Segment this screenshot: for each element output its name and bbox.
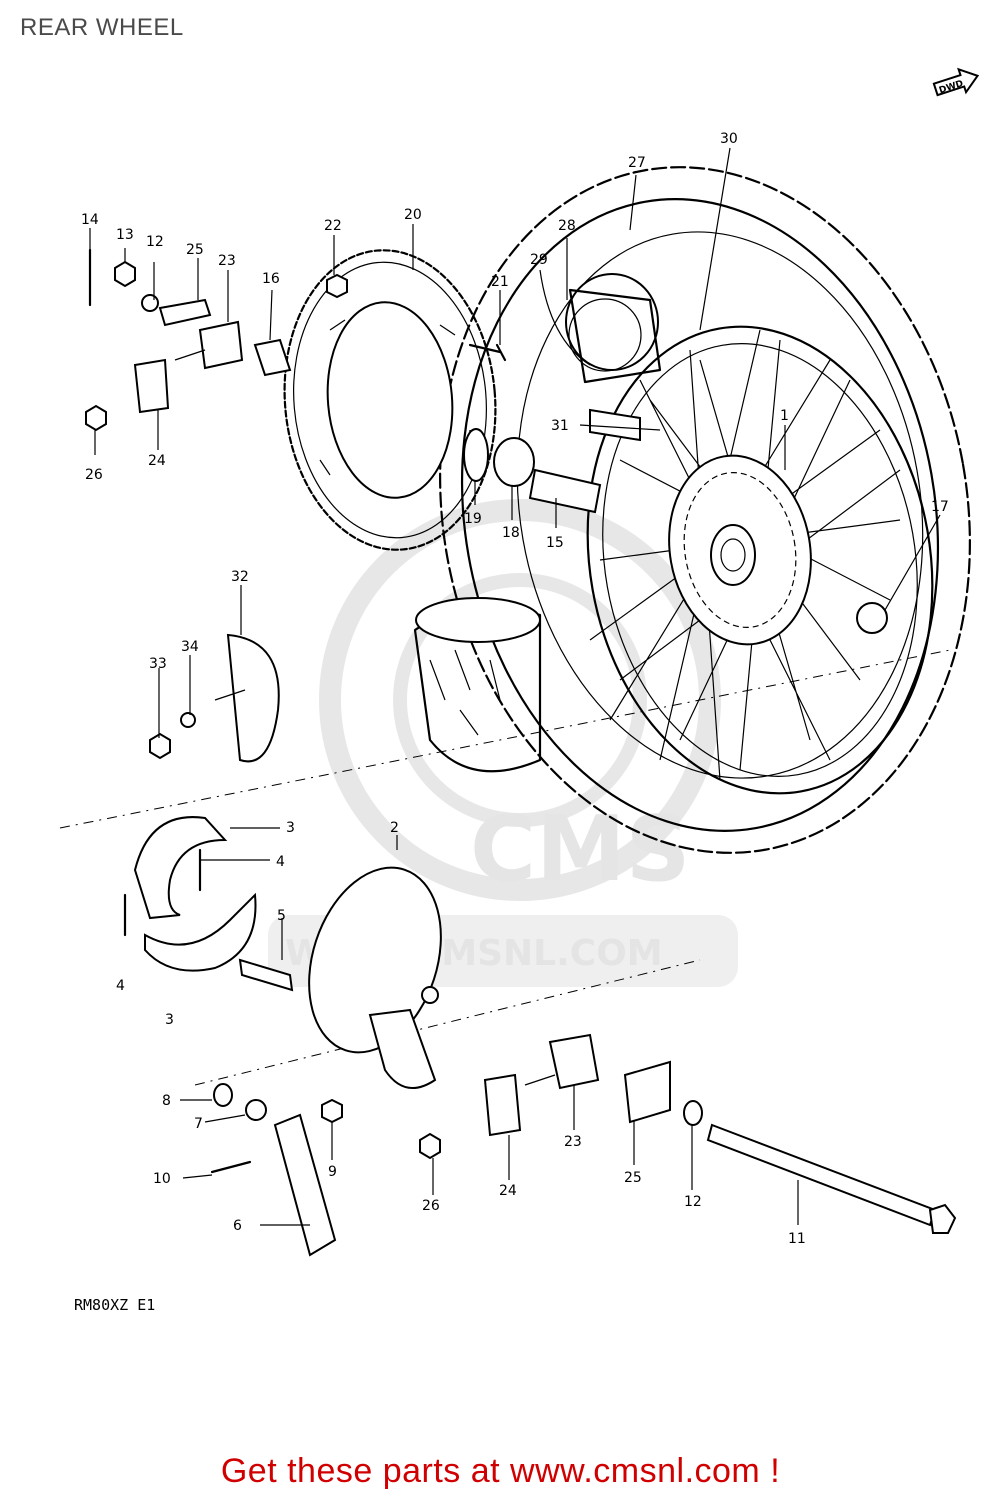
footer-cta-link[interactable]: Get these parts at www.cmsnl.com ! <box>220 1452 781 1490</box>
callout-31: 31 <box>551 418 569 434</box>
callout-8: 8 <box>162 1093 171 1109</box>
callout-9: 9 <box>328 1164 337 1180</box>
callout-12-lower: 12 <box>684 1194 702 1210</box>
callout-19: 19 <box>464 511 482 527</box>
callout-27: 27 <box>628 155 646 171</box>
watermark-logo-text: CMS <box>470 797 690 902</box>
rear-tire <box>413 166 971 854</box>
callout-25-lower: 25 <box>624 1170 642 1186</box>
callout-4-right: 4 <box>276 854 285 870</box>
callout-11: 11 <box>788 1231 806 1247</box>
direction-arrow-icon: DWD <box>932 67 980 97</box>
spacer <box>253 338 292 377</box>
brake-arm <box>273 1113 337 1257</box>
leader-lines <box>89 147 941 1226</box>
rear-axle <box>706 1123 937 1227</box>
rim-band <box>565 273 662 384</box>
callout-15: 15 <box>546 535 564 551</box>
callout-24-lower: 24 <box>499 1183 517 1199</box>
brake-panel <box>308 866 442 1089</box>
callout-10: 10 <box>153 1171 171 1187</box>
model-code: RM80XZ E1 <box>74 1296 156 1314</box>
callout-25-upper: 25 <box>186 242 204 258</box>
callout-24-upper: 24 <box>148 453 166 469</box>
brake-cam <box>238 958 294 992</box>
callout-12-upper: 12 <box>146 234 164 250</box>
chain-adjuster-right <box>419 1033 703 1160</box>
sprocket-nut <box>326 273 348 299</box>
callout-17: 17 <box>931 499 949 515</box>
callout-18: 18 <box>502 525 520 541</box>
callout-5: 5 <box>277 908 286 924</box>
rear-sprocket <box>283 249 497 551</box>
axle-centerline <box>59 649 951 829</box>
bearing-18 <box>493 437 535 487</box>
brake-shield <box>149 633 280 763</box>
hub-spacer <box>528 468 602 514</box>
brake-shoes <box>123 816 257 972</box>
brake-arm-bolt <box>210 1160 252 1174</box>
callout-16: 16 <box>262 271 280 287</box>
seal-8 <box>213 1083 233 1107</box>
bearing-19 <box>463 428 489 482</box>
callout-3-lower: 3 <box>165 1012 174 1028</box>
page-title: REAR WHEEL <box>20 14 184 41</box>
callout-23-lower: 23 <box>564 1134 582 1150</box>
callout-28: 28 <box>558 218 576 234</box>
callout-21: 21 <box>491 274 509 290</box>
sprocket-bolt <box>468 343 507 362</box>
rim-lock-nut <box>856 602 888 634</box>
callout-23-upper: 23 <box>218 253 236 269</box>
callout-2: 2 <box>390 820 399 836</box>
valve <box>589 408 641 442</box>
callout-29: 29 <box>530 252 548 268</box>
callout-6: 6 <box>233 1218 242 1234</box>
callout-26-upper: 26 <box>85 467 103 483</box>
callout-20: 20 <box>404 207 422 223</box>
callout-22: 22 <box>324 218 342 234</box>
callout-30: 30 <box>720 131 738 147</box>
rear-hub <box>668 454 812 646</box>
callout-4-left: 4 <box>116 978 125 994</box>
callout-33: 33 <box>149 656 167 672</box>
callout-13: 13 <box>116 227 134 243</box>
callout-labels: 1 2 3 3 4 4 5 6 7 8 9 10 11 12 12 13 14 … <box>81 131 949 1247</box>
callout-26-lower: 26 <box>422 1198 440 1214</box>
callout-14: 14 <box>81 212 99 228</box>
callout-34: 34 <box>181 639 199 655</box>
callout-7: 7 <box>194 1116 203 1132</box>
chain-adjuster-left <box>85 248 244 432</box>
callout-1: 1 <box>780 408 789 424</box>
callout-32: 32 <box>231 569 249 585</box>
callout-3-upper: 3 <box>286 820 295 836</box>
washer-7 <box>245 1099 267 1121</box>
brake-arm-nut <box>321 1098 343 1124</box>
